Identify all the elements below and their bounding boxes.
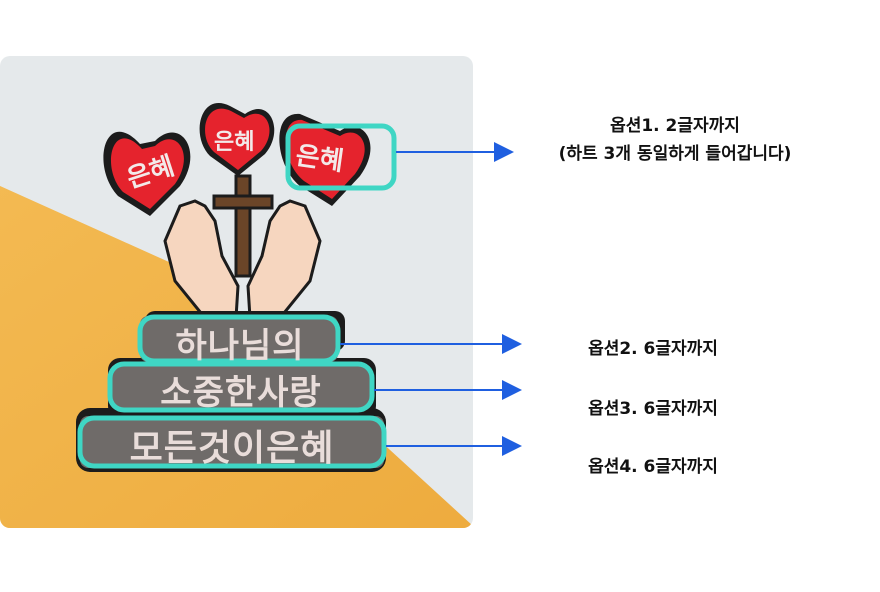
option2-label: 옵션2. 6글자까지: [588, 339, 718, 359]
highlight-heart: [285, 123, 397, 191]
heart-middle: [199, 102, 275, 176]
cross-horizontal: [212, 194, 274, 210]
heart-right: [279, 113, 371, 206]
plaque-line1: 하나님의: [175, 326, 305, 366]
option3-label: 옵션3. 6글자까지: [588, 399, 718, 419]
option1-title: 옵션1. 2글자까지: [610, 116, 740, 136]
plaque-line2: 소중한사랑: [160, 373, 322, 413]
heart-middle-text: 은혜: [214, 130, 255, 155]
highlight-line1: [137, 314, 341, 364]
option1-label: 옵션1. 2글자까지 (하트 3개 동일하게 들어갑니다): [520, 112, 830, 168]
hands: [163, 199, 322, 320]
option1-note: (하트 3개 동일하게 들어갑니다): [558, 144, 792, 164]
highlight-line2: [107, 361, 375, 413]
plaque-line3: 모든것이은혜: [129, 428, 335, 469]
option4-label: 옵션4. 6글자까지: [588, 457, 718, 477]
product-photo: 은혜 은혜 은혜 하나님의 소중한사랑 모든것이은혜: [0, 56, 473, 528]
heart-left: [103, 131, 191, 216]
highlight-line3: [77, 415, 387, 469]
